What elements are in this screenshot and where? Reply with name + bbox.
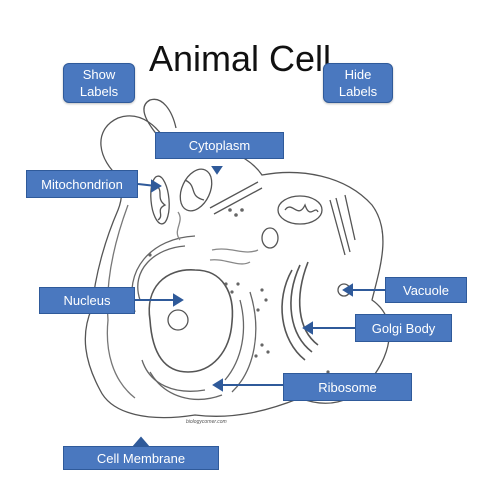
show-labels-button[interactable]: Show Labels	[63, 63, 135, 103]
nucleus-outline	[148, 269, 234, 373]
label-ribosome[interactable]: Ribosome	[283, 373, 412, 401]
diagram-title: Animal Cell	[148, 38, 332, 79]
label-vacuole[interactable]: Vacuole	[385, 277, 467, 303]
nucleolus	[167, 309, 189, 331]
hide-labels-button[interactable]: Hide Labels	[323, 63, 393, 103]
mitochondrion-1	[150, 175, 170, 225]
label-cytoplasm[interactable]: Cytoplasm	[155, 132, 284, 159]
label-mitochondrion[interactable]: Mitochondrion	[26, 170, 138, 198]
mitochondrion-2	[179, 168, 213, 212]
show-labels-line-2: Labels	[79, 84, 119, 99]
cell-membrane-arrow	[132, 436, 150, 446]
hide-labels-line-1: Hide	[344, 67, 372, 82]
label-nucleus[interactable]: Nucleus	[39, 287, 135, 314]
label-cell-membrane[interactable]: Cell Membrane	[63, 446, 219, 470]
show-labels-line-1: Show	[82, 67, 116, 82]
hide-labels-line-2: Labels	[338, 84, 378, 99]
cytoplasm-arrow	[211, 166, 223, 175]
label-golgi-body[interactable]: Golgi Body	[355, 314, 452, 342]
credit-text: biologycorner.com	[186, 419, 227, 425]
vacuole-round	[261, 227, 279, 249]
mitochondrion-3	[277, 195, 323, 225]
